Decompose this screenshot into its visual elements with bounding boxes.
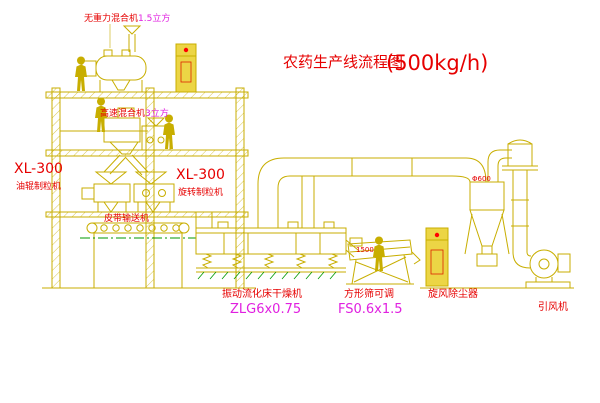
label-fan-name: 引风机: [538, 300, 568, 313]
label-sieve-model: FS0.6x1.5: [338, 302, 403, 317]
label-granulator-right-name: 旋转制粒机: [178, 186, 223, 198]
label-cyclone-dimension: Φ600: [472, 175, 491, 183]
ground-hatch: [197, 271, 337, 280]
page-title-capacity: (500kg/h): [386, 51, 488, 75]
label-belt-conveyor: 皮带输送机: [104, 212, 149, 224]
label-cyclone-name: 旋风除尘器: [428, 287, 478, 300]
indicator-dot: [183, 47, 189, 53]
label-sieve-name: 方形筛可调: [344, 287, 394, 300]
cyclone-separator: [464, 149, 512, 267]
label-dryer-name: 振动流化床干燥机: [222, 287, 302, 300]
label-sieve-dimension: 1500: [356, 246, 374, 254]
label-granulator-left-model: XL-300: [14, 161, 63, 177]
label-granulator-left-name: 油辊制粒机: [16, 180, 61, 192]
label-dryer-model: ZLG6x0.75: [230, 302, 301, 317]
square-sieve: [346, 237, 421, 285]
exhaust-duct: [257, 157, 487, 228]
label-zero-gravity-mixer: 无重力混合机1.5立方: [84, 12, 170, 24]
label-granulator-right-model: XL-300: [176, 167, 225, 183]
zero-gravity-mixer: [81, 24, 147, 92]
exhaust-stack: [502, 139, 538, 269]
label-high-speed-mixer-name: 高速混合机: [100, 107, 145, 119]
belt-conveyor: [86, 222, 190, 288]
page-title: 农药生产线流程图: [283, 53, 403, 71]
label-zero-gravity-mixer-spec: 1.5立方: [138, 12, 170, 24]
label-high-speed-mixer: 高速混合机3立方: [100, 107, 169, 119]
indicator-dot: [434, 232, 440, 238]
auxiliary-machine: [141, 117, 171, 151]
control-cabinet-1: [175, 43, 197, 93]
label-high-speed-mixer-spec: 3立方: [145, 107, 169, 119]
granulator-right: [133, 171, 175, 213]
high-speed-mixer: [103, 107, 141, 155]
control-cabinet-2: [425, 227, 449, 287]
label-zero-gravity-mixer-name: 无重力混合机: [84, 12, 138, 24]
fluid-bed-dryer: [195, 211, 359, 273]
building-frame: [42, 87, 256, 289]
granulator-left: [81, 171, 131, 213]
